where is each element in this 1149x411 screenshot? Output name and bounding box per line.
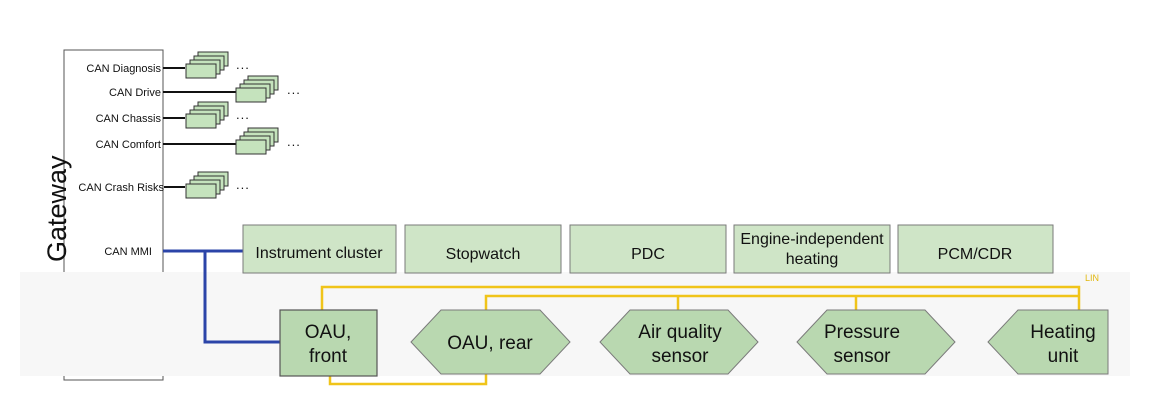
lin-unit-label: Air quality [638, 322, 722, 343]
mmi-unit-label: heating [786, 251, 839, 268]
gateway-label: Gateway [42, 155, 72, 262]
lin-unit-pressure-sensor: Pressure sensor [796, 309, 956, 375]
lin-unit-label: sensor [833, 346, 891, 367]
mmi-unit-label: Instrument cluster [255, 245, 383, 262]
more-dots-comfort: ... [287, 134, 301, 149]
more-dots-crash-risks: ... [236, 177, 250, 192]
lin-bus-line [320, 285, 1081, 386]
can-bus-diagnosis: CAN Diagnosis ... [86, 51, 250, 79]
ecu-stack-crash-risks [185, 171, 229, 199]
mmi-unit-stopwatch: Stopwatch [404, 224, 562, 274]
can-bus-comfort: CAN Comfort ... [96, 127, 301, 155]
lin-unit-label: unit [1048, 346, 1079, 367]
ecu-stack-chassis [185, 101, 229, 129]
can-bus-crash-risks: CAN Crash Risks ... [78, 171, 250, 199]
can-label-drive: CAN Drive [109, 87, 161, 99]
mmi-unit-pdc: PDC [569, 224, 727, 274]
lin-label: LIN [1085, 273, 1099, 283]
mmi-unit-label: Engine-independent [740, 231, 884, 248]
mmi-unit-engine-independent-heating: Engine-independent heating [733, 224, 891, 274]
can-bus-chassis: CAN Chassis ... [96, 101, 250, 129]
lin-unit-label: OAU, rear [447, 333, 533, 354]
lin-unit-label: Pressure [824, 322, 900, 343]
lin-unit-oau-rear: OAU, rear [410, 309, 571, 375]
mmi-unit-pcm-cdr: PCM/CDR [897, 224, 1054, 274]
can-label-mmi: CAN MMI [104, 246, 152, 258]
mmi-unit-label: PDC [631, 246, 665, 263]
can-label-crash-risks: CAN Crash Risks [78, 182, 164, 194]
can-label-chassis: CAN Chassis [96, 113, 162, 125]
more-dots-drive: ... [287, 82, 301, 97]
can-bus-drive: CAN Drive ... [109, 75, 301, 103]
more-dots-diagnosis: ... [236, 57, 250, 72]
can-label-comfort: CAN Comfort [96, 139, 161, 151]
mmi-bus-line [163, 249, 282, 344]
ecu-stack-diagnosis [185, 51, 229, 79]
lin-unit-label: front [309, 346, 348, 367]
mmi-unit-label: PCM/CDR [938, 246, 1013, 263]
can-label-diagnosis: CAN Diagnosis [86, 63, 161, 75]
lin-unit-label: Heating [1030, 322, 1096, 343]
lin-unit-air-quality-sensor: Air quality sensor [599, 309, 759, 375]
lin-unit-oau-front: OAU, front [279, 309, 378, 377]
lin-unit-label: sensor [651, 346, 709, 367]
lin-unit-heating-unit: Heating unit [987, 309, 1109, 375]
lin-unit-label: OAU, [305, 322, 351, 343]
ecu-stack-drive [235, 75, 279, 103]
mmi-unit-label: Stopwatch [446, 246, 521, 263]
mmi-unit-instrument-cluster: Instrument cluster [242, 224, 397, 274]
more-dots-chassis: ... [236, 107, 250, 122]
ecu-stack-comfort [235, 127, 279, 155]
